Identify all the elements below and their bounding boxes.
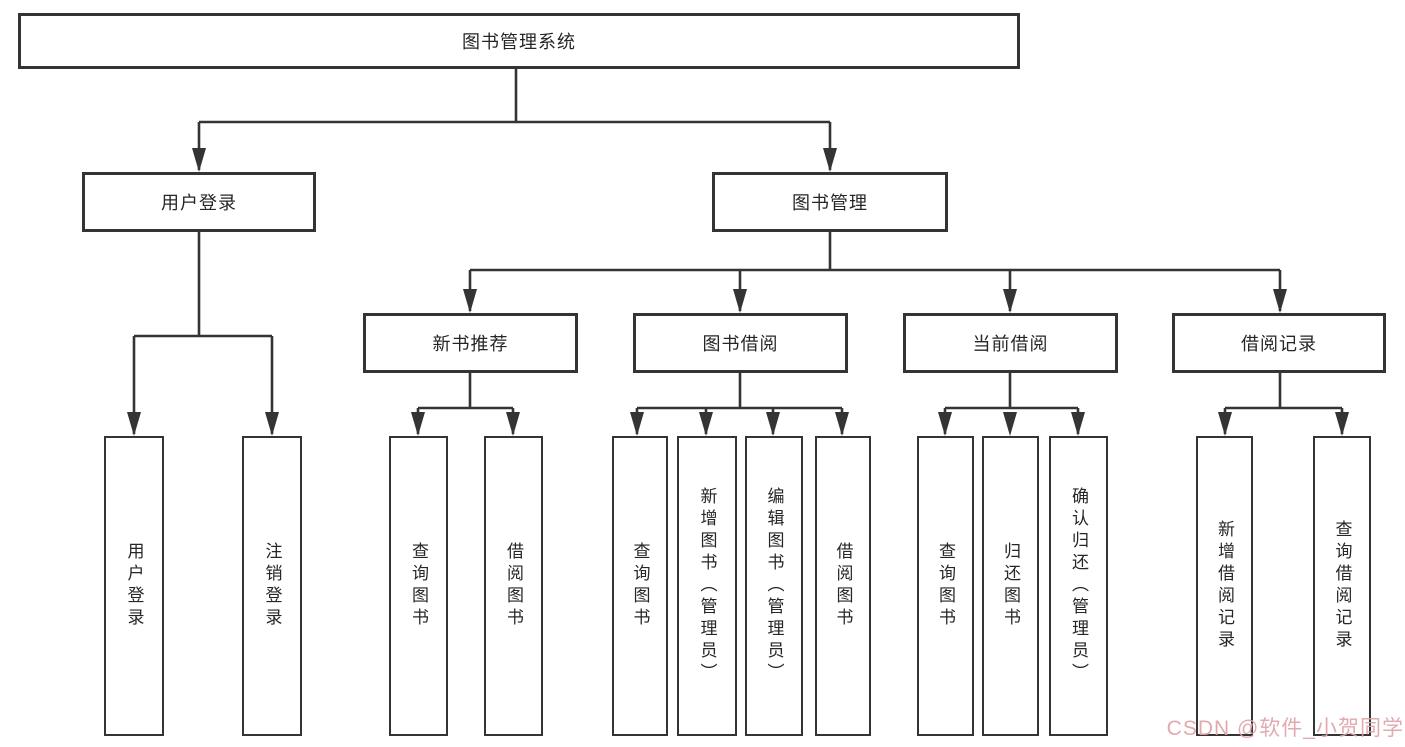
node-new-book-rec-label: 新书推荐 [432, 334, 509, 354]
node-new-book-rec: 新书推荐 [363, 313, 578, 373]
node-current-borrow-label: 当前借阅 [972, 334, 1049, 354]
leaf-logout-label: 注销登录 [262, 542, 282, 630]
leaf-borrow-edit-label: 编辑图书（管理员） [764, 487, 784, 685]
leaf-record-query: 查询借阅记录 [1313, 436, 1371, 736]
leaf-record-add: 新增借阅记录 [1196, 436, 1253, 736]
leaf-current-return: 归还图书 [982, 436, 1039, 736]
leaf-current-query-label: 查询图书 [936, 542, 955, 630]
leaf-user-login-label: 用户登录 [124, 542, 144, 630]
leaf-borrow-borrow: 借阅图书 [815, 436, 871, 736]
leaf-user-login: 用户登录 [104, 436, 164, 736]
leaf-borrow-edit: 编辑图书（管理员） [745, 436, 803, 736]
node-book-mgmt-label: 图书管理 [792, 193, 868, 213]
leaf-borrow-add: 新增图书（管理员） [677, 436, 737, 736]
leaf-borrow-query-label: 查询图书 [630, 542, 650, 630]
leaf-newbook-borrow-label: 借阅图书 [504, 542, 523, 630]
leaf-logout: 注销登录 [242, 436, 302, 736]
node-book-mgmt: 图书管理 [712, 172, 948, 232]
leaf-current-confirm-label: 确认归还（管理员） [1069, 487, 1088, 685]
node-user-login: 用户登录 [82, 172, 316, 232]
node-current-borrow: 当前借阅 [903, 313, 1118, 373]
arrowheads [127, 148, 1349, 436]
leaf-current-query: 查询图书 [917, 436, 974, 736]
node-borrow-record-label: 借阅记录 [1241, 334, 1317, 354]
leaf-newbook-borrow: 借阅图书 [484, 436, 543, 736]
node-book-borrow-label: 图书借阅 [702, 334, 779, 354]
leaf-current-return-label: 归还图书 [1001, 542, 1020, 630]
node-root-label: 图书管理系统 [462, 32, 576, 52]
node-root: 图书管理系统 [18, 13, 1020, 69]
leaf-current-confirm: 确认归还（管理员） [1049, 436, 1108, 736]
leaf-record-query-label: 查询借阅记录 [1332, 520, 1352, 652]
leaf-newbook-query-label: 查询图书 [409, 542, 428, 630]
leaf-borrow-query: 查询图书 [612, 436, 668, 736]
node-borrow-record: 借阅记录 [1172, 313, 1386, 373]
leaf-borrow-borrow-label: 借阅图书 [833, 542, 853, 630]
csdn-watermark: CSDN @软件_小贺同学 [1166, 717, 1404, 740]
node-user-login-label: 用户登录 [161, 193, 237, 213]
leaf-newbook-query: 查询图书 [389, 436, 448, 736]
node-book-borrow: 图书借阅 [633, 313, 848, 373]
leaf-record-add-label: 新增借阅记录 [1215, 520, 1234, 652]
leaf-borrow-add-label: 新增图书（管理员） [697, 487, 717, 685]
